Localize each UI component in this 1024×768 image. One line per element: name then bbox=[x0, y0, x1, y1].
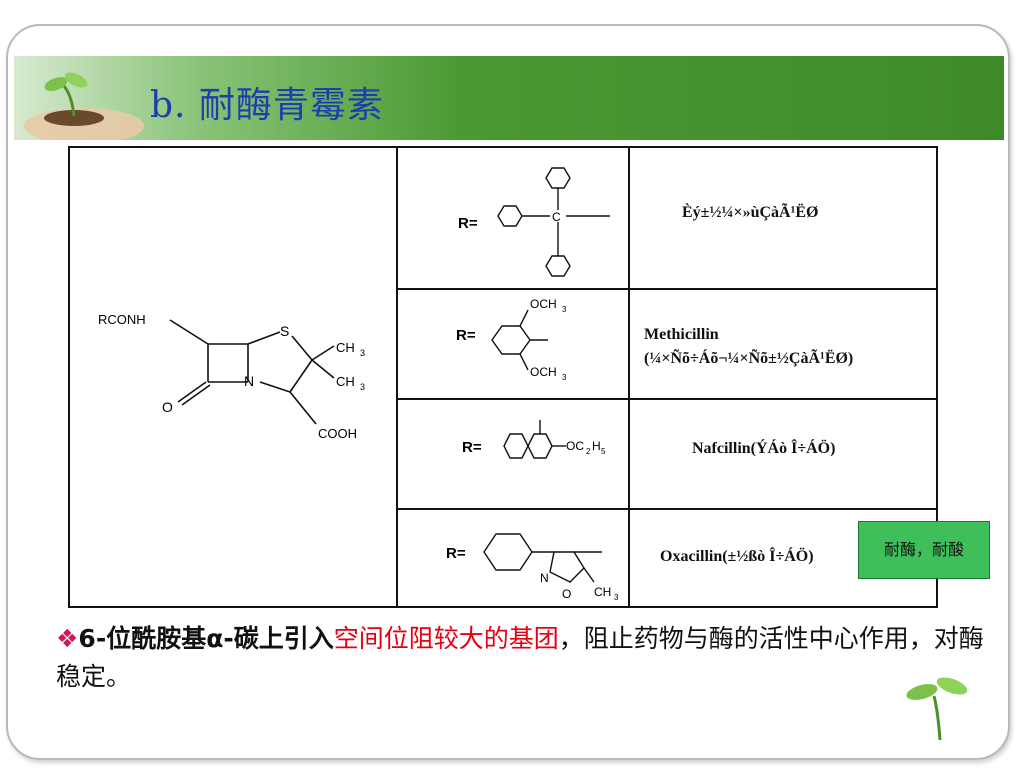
dimethoxyphenyl-substituent: R= OCH 3 OCH 3 bbox=[456, 297, 567, 382]
subscript-3: 3 bbox=[360, 382, 365, 392]
page-title: b. 耐酶青霉素 bbox=[150, 85, 384, 126]
table-divider bbox=[396, 398, 936, 400]
penicillin-table: RCONH S CH 3 CH 3 N O COOH R= C Èý±½¼×»ù… bbox=[68, 146, 938, 608]
seedling-icon bbox=[906, 677, 968, 741]
ethoxynaphthyl-substituent: R= OC 2 H 5 bbox=[462, 420, 606, 459]
compound-name: Oxacillin(±½ßò Î÷ÁÖ) bbox=[660, 548, 814, 565]
compound-name: Methicillin bbox=[644, 326, 719, 343]
table-divider bbox=[396, 508, 936, 510]
footer-highlight: 空间位阻较大的基团 bbox=[333, 624, 559, 653]
compound-name: Èý±½¼×»ùÇàÃ¹ËØ bbox=[682, 204, 819, 221]
carbon-label: C bbox=[552, 210, 561, 224]
carboxyl-label: COOH bbox=[318, 426, 357, 441]
penicillin-core-structure: RCONH S CH 3 CH 3 N O COOH bbox=[98, 312, 365, 441]
oxygen-label: O bbox=[162, 399, 173, 415]
subscript-5: 5 bbox=[601, 447, 606, 456]
methyl-label: CH bbox=[594, 585, 611, 599]
subscript-3: 3 bbox=[614, 593, 619, 602]
methoxy-label: OCH bbox=[530, 365, 557, 379]
table-divider bbox=[628, 148, 630, 606]
subscript-3: 3 bbox=[562, 373, 567, 382]
footer-part1: 6-位酰胺基α-碳上引入 bbox=[78, 624, 334, 653]
seedling-hands-image bbox=[24, 72, 144, 140]
isoxazole-n-label: N bbox=[540, 571, 549, 585]
footer-text: ❖6-位酰胺基α-碳上引入空间位阻较大的基团，阻止药物与酶的活性中心作用，对酶稳… bbox=[56, 620, 986, 696]
isoxazolyl-substituent: R= N O CH 3 bbox=[446, 533, 619, 602]
hydrogen-label: H bbox=[592, 439, 601, 453]
table-divider bbox=[396, 148, 398, 606]
methoxy-label: OCH bbox=[530, 297, 557, 311]
r-label: R= bbox=[458, 215, 478, 232]
isoxazole-o-label: O bbox=[562, 587, 571, 601]
table-divider bbox=[396, 288, 936, 290]
methyl-label: CH bbox=[336, 340, 355, 355]
footer-part2: ，阻止药物与酶的活性中心作用，对酶稳定。 bbox=[56, 624, 984, 691]
r-label: R= bbox=[446, 545, 466, 562]
note-box: 耐酶，耐酸 bbox=[858, 521, 990, 579]
subscript-2: 2 bbox=[586, 447, 591, 456]
compound-name-cn: (¼×Ñõ÷Áõ¬¼×Ñõ±½ÇàÃ¹ËØ) bbox=[644, 350, 854, 367]
methyl-label: CH bbox=[336, 374, 355, 389]
bullet-icon: ❖ bbox=[56, 624, 79, 653]
subscript-3: 3 bbox=[360, 348, 365, 358]
compound-name: Nafcillin(ÝÁò Î÷ÁÖ) bbox=[692, 440, 836, 457]
nitrogen-label: N bbox=[244, 373, 254, 389]
title-banner bbox=[14, 56, 1004, 140]
r-label: R= bbox=[456, 327, 476, 344]
rconh-label: RCONH bbox=[98, 312, 146, 327]
r-label: R= bbox=[462, 439, 482, 456]
ethoxy-label: OC bbox=[566, 439, 584, 453]
subscript-3: 3 bbox=[562, 305, 567, 314]
trityl-substituent: R= C bbox=[458, 167, 610, 277]
sulfur-label: S bbox=[280, 323, 289, 339]
